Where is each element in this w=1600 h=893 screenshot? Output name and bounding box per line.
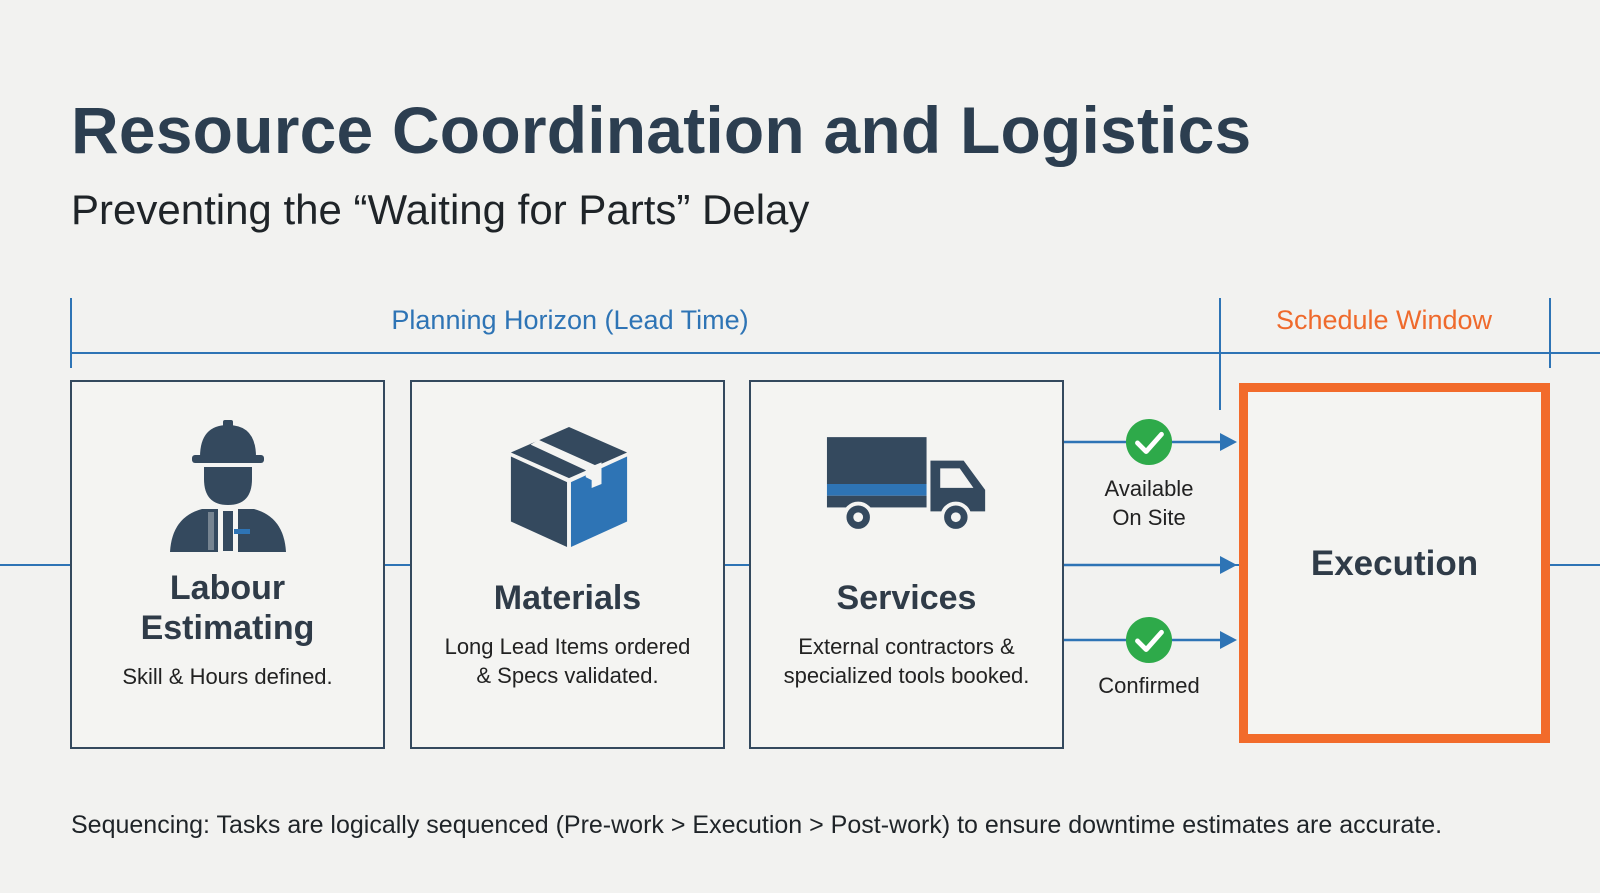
stage-labour: Labour Estimating Skill & Hours defined.	[70, 380, 385, 749]
stage-materials: Materials Long Lead Items ordered & Spec…	[410, 380, 725, 749]
worker-icon	[170, 420, 286, 552]
page-subtitle: Preventing the “Waiting for Parts” Delay	[71, 186, 810, 233]
execution-box: Execution	[1239, 383, 1550, 743]
stage-services-desc-line2: specialized tools booked.	[783, 663, 1030, 688]
stage-labour-title-line2: Estimating	[140, 609, 315, 647]
stage-materials-desc-line1: Long Lead Items ordered	[444, 634, 691, 659]
status-available-line1: Available	[1104, 476, 1194, 501]
planning-horizon-line	[70, 352, 1600, 354]
status-confirmed: Confirmed	[1098, 673, 1200, 698]
stage-materials-desc-line2: & Specs validated.	[476, 663, 659, 688]
stage-labour-desc: Skill & Hours defined.	[122, 664, 333, 689]
page-title: Resource Coordination and Logistics	[71, 93, 1252, 167]
truck-icon	[826, 437, 986, 533]
schedule-start-tick	[1219, 298, 1221, 410]
planning-start-tick	[70, 298, 72, 368]
stage-services-title: Services	[836, 579, 977, 617]
status-available-line2: On Site	[1112, 505, 1186, 530]
stage-materials-title: Materials	[493, 579, 642, 617]
planning-horizon-label: Planning Horizon (Lead Time)	[391, 305, 749, 335]
check-circle-icon	[1125, 418, 1173, 466]
execution-label: Execution	[1310, 544, 1479, 583]
stage-labour-title-line1: Labour	[169, 569, 286, 607]
schedule-window-label: Schedule Window	[1275, 305, 1493, 335]
stage-services: Services External contractors & speciali…	[749, 380, 1064, 749]
box-icon	[510, 426, 628, 548]
footer-note: Sequencing: Tasks are logically sequence…	[71, 811, 1443, 839]
schedule-end-tick	[1549, 298, 1551, 368]
stage-services-desc-line1: External contractors &	[798, 634, 1015, 659]
check-circle-icon	[1125, 616, 1173, 664]
